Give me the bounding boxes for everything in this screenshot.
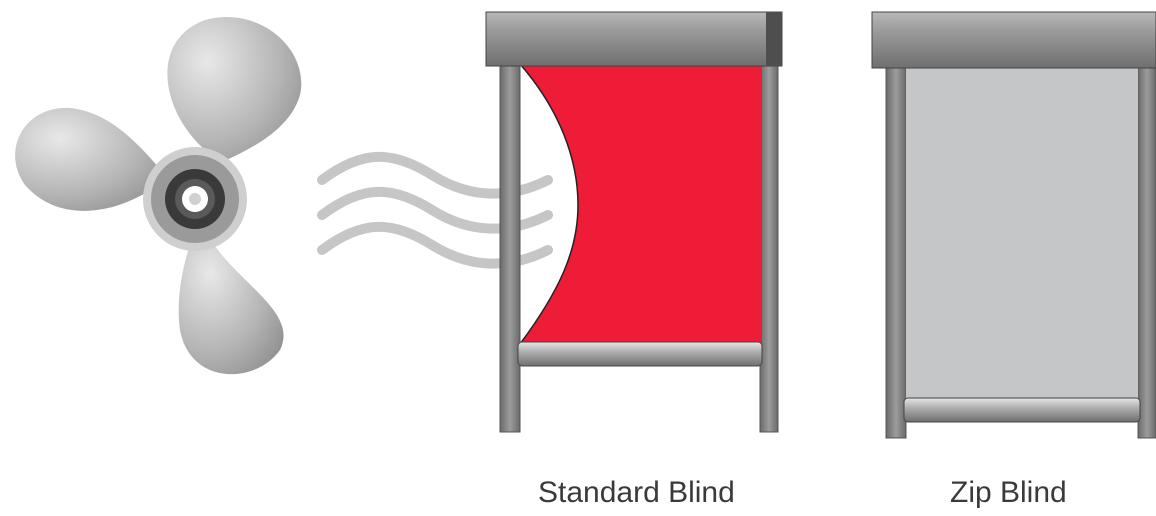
standard-cassette xyxy=(485,11,783,67)
standard-blind xyxy=(485,11,783,433)
zip-right-rail xyxy=(1137,63,1156,439)
standard-right-rail xyxy=(759,59,779,433)
zip-blind-label: Zip Blind xyxy=(950,476,1067,509)
zip-cassette xyxy=(871,11,1156,69)
zip-blind-fabric xyxy=(906,68,1138,404)
standard-bottom-bar xyxy=(517,341,763,367)
standard-left-rail xyxy=(499,59,521,433)
zip-left-rail xyxy=(885,63,907,439)
zip-blind xyxy=(871,11,1156,439)
zip-bottom-bar xyxy=(903,397,1141,423)
standard-blind-fabric xyxy=(520,64,762,344)
propeller-fan-icon xyxy=(15,17,302,375)
standard-blind-label: Standard Blind xyxy=(538,476,735,509)
